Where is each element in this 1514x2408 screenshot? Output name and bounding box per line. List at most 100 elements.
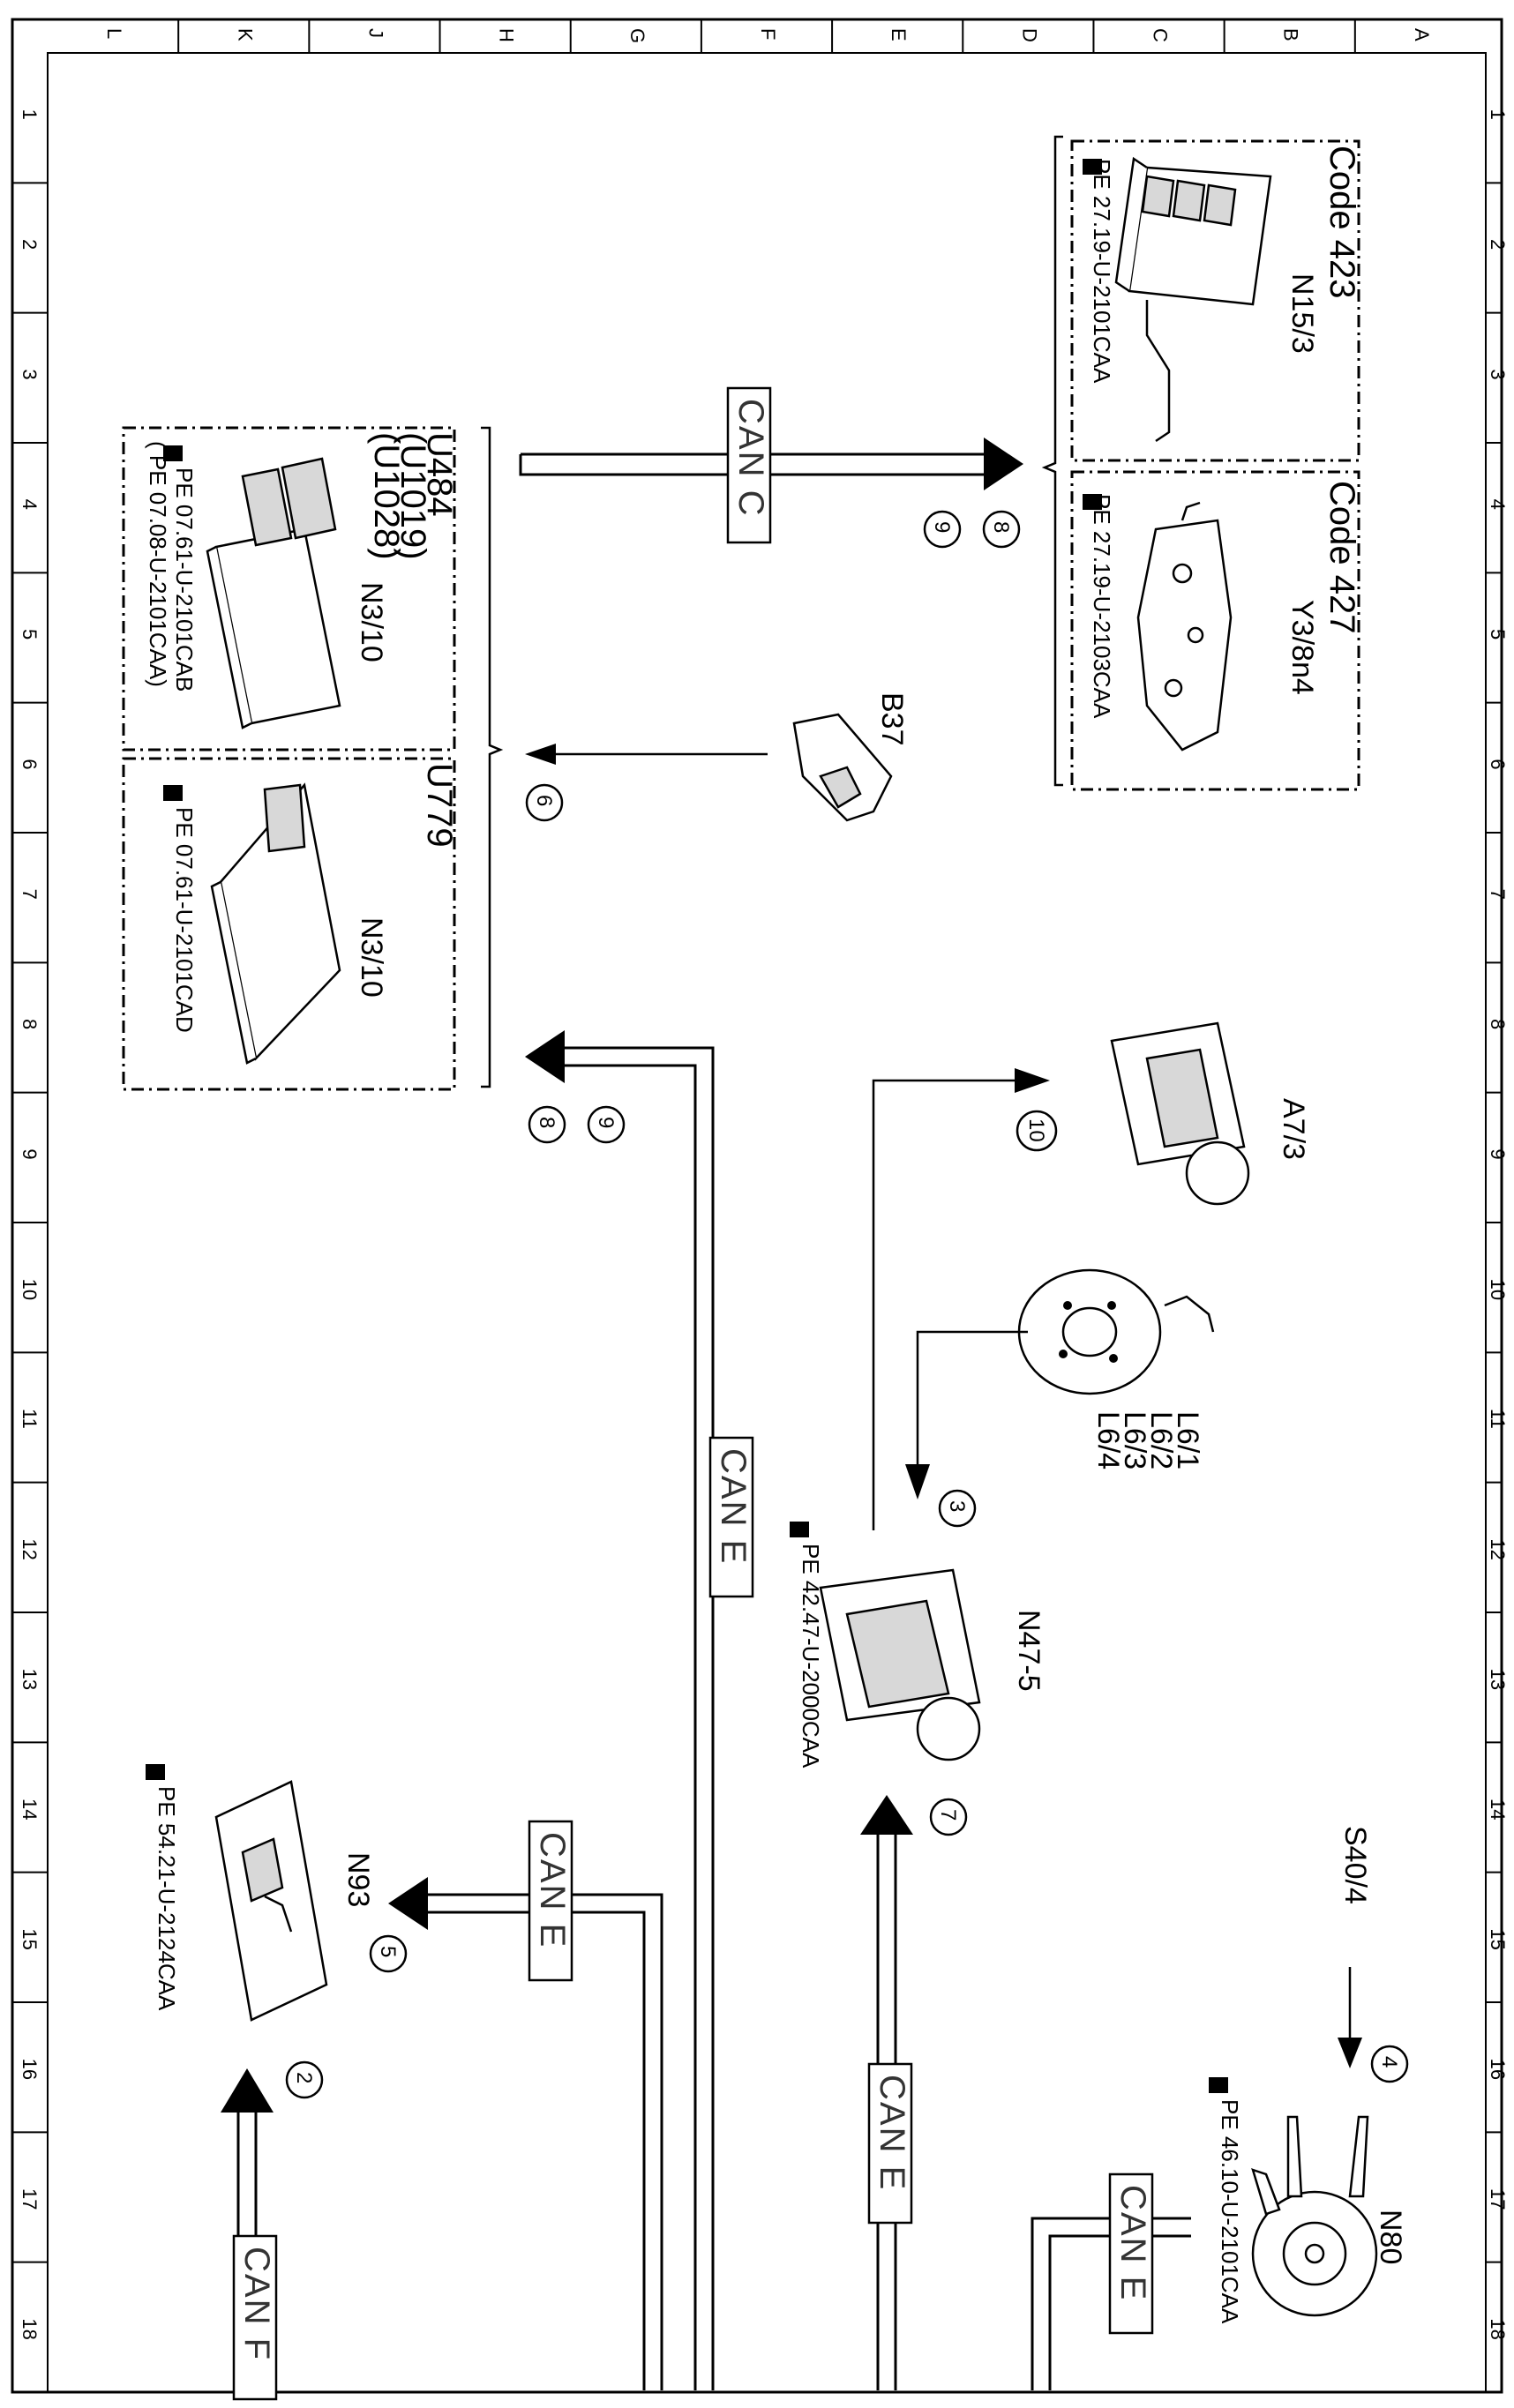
grid-row-label-left: 17 bbox=[19, 2188, 41, 2210]
b37-sensor-icon bbox=[792, 713, 893, 822]
s40-4-name: S40/4 bbox=[1338, 1826, 1372, 1904]
can-e-n93-label-box bbox=[528, 1820, 573, 1982]
can-e-n47-label-box bbox=[867, 2062, 913, 2225]
can-e-n47-arrowhead bbox=[860, 1795, 913, 1835]
s40-4-arrowhead bbox=[1338, 2038, 1362, 2068]
svg-text:8: 8 bbox=[535, 1117, 558, 1128]
can-e-main-arrowhead bbox=[525, 1030, 565, 1083]
grid-row-label-left: 12 bbox=[19, 1538, 41, 1559]
callout-7: 7 bbox=[929, 1798, 968, 1836]
svg-text:6: 6 bbox=[532, 795, 556, 806]
svg-text:8: 8 bbox=[989, 521, 1013, 533]
grid-row-label-right: 9 bbox=[1487, 1148, 1509, 1159]
l6-1-name: L6/1 bbox=[1171, 1411, 1204, 1469]
outer-frame bbox=[11, 18, 1503, 2394]
l6-signal-line bbox=[916, 1330, 1028, 1464]
can-c-arrowhead bbox=[984, 437, 1023, 490]
grid-row-label-right: 2 bbox=[1487, 239, 1509, 250]
b37-arrowhead bbox=[525, 744, 556, 765]
grid-row-label-left: 10 bbox=[19, 1279, 41, 1300]
l6-2-name: L6/2 bbox=[1144, 1411, 1178, 1469]
grid-row-label-left: 13 bbox=[19, 1669, 41, 1690]
l6-4-name: L6/4 bbox=[1091, 1411, 1125, 1469]
grid-row-label-left: 8 bbox=[19, 1019, 41, 1029]
n47-5-ref: PE 42.47-U-2000CAA bbox=[798, 1544, 824, 1769]
hand-icon bbox=[146, 1764, 165, 1780]
grid-row-label-left: 11 bbox=[19, 1409, 41, 1429]
n3-10-b-name: N3/10 bbox=[355, 917, 388, 998]
a7-3-unit-icon bbox=[1110, 1021, 1250, 1206]
grid-row-label-right: 14 bbox=[1487, 1799, 1509, 1820]
can-e-n93-bus-inner bbox=[428, 1911, 646, 2390]
y3-8n4-ref: PE 27.19-U-2103CAA bbox=[1089, 494, 1115, 719]
svg-text:4: 4 bbox=[1377, 2056, 1401, 2068]
n3-10-a-ref-1: PE 07.61-U-2101CAB bbox=[171, 467, 198, 692]
n3-10-a-code-1: U484 bbox=[420, 432, 459, 517]
grid-col-label: G bbox=[626, 28, 648, 43]
callout-5: 5 bbox=[369, 1934, 408, 1973]
n3-10-b-ref: PE 07.61-U-2101CAD bbox=[171, 807, 198, 1033]
grid-row-label-right: 7 bbox=[1487, 889, 1509, 900]
can-e-main-bus-inner bbox=[565, 1064, 697, 2390]
callout-2: 2 bbox=[285, 2060, 324, 2099]
grid-row-label-left: 9 bbox=[19, 1148, 41, 1159]
a7-3-arrowhead bbox=[1015, 1068, 1050, 1093]
grid-row-label-right: 1 bbox=[1487, 109, 1509, 120]
l6-arrowhead bbox=[905, 1464, 930, 1499]
y3-8n4-name: Y3/8n4 bbox=[1285, 600, 1319, 695]
n80-name: N80 bbox=[1374, 2210, 1407, 2264]
n3-10-b-code: U779 bbox=[420, 763, 459, 848]
grid-col-label: D bbox=[1018, 28, 1040, 42]
hand-icon bbox=[1083, 159, 1102, 175]
n15-3-ref: PE 27.19-U-2101CAA bbox=[1089, 159, 1115, 384]
n15-3-box bbox=[1070, 139, 1360, 462]
hand-icon bbox=[1083, 494, 1102, 510]
svg-text:10: 10 bbox=[1024, 1118, 1048, 1142]
grid-col-label: A bbox=[1411, 28, 1433, 41]
grid-row-label-right: 10 bbox=[1487, 1279, 1509, 1300]
can-e-n80-label-box bbox=[1108, 2172, 1154, 2335]
grid-row-label-right: 11 bbox=[1487, 1409, 1509, 1429]
n80-column-switch-icon bbox=[1251, 2115, 1378, 2317]
grid-row-label-right: 16 bbox=[1487, 2059, 1509, 2080]
can-f-arrowhead bbox=[221, 2068, 274, 2113]
grid-row-label-right: 4 bbox=[1487, 499, 1509, 510]
n3-10-b-module-icon bbox=[210, 782, 341, 1065]
grid-col-label: K bbox=[234, 28, 256, 41]
n47-5-name: N47-5 bbox=[1012, 1610, 1046, 1692]
svg-text:9: 9 bbox=[594, 1117, 618, 1128]
l6-3-name: L6/3 bbox=[1118, 1411, 1151, 1469]
n93-module-icon bbox=[214, 1780, 328, 2022]
n3-10-a-code-2: (U1019) bbox=[393, 432, 432, 560]
grid-col-label: E bbox=[888, 28, 910, 41]
grid-row-label-right: 18 bbox=[1487, 2318, 1509, 2339]
callout-9: 9 bbox=[923, 510, 962, 549]
a7-3-name: A7/3 bbox=[1277, 1098, 1310, 1160]
can-f-label-box bbox=[232, 2234, 278, 2401]
can-f-label: CAN F bbox=[237, 2247, 276, 2361]
callout-3: 3 bbox=[938, 1489, 977, 1528]
hand-icon bbox=[1209, 2077, 1228, 2093]
y3-8n4-code: Code 427 bbox=[1323, 481, 1361, 633]
grid-col-label: F bbox=[757, 28, 779, 40]
a7-3-signal-line bbox=[872, 1079, 1015, 1530]
grid-row-label-right: 15 bbox=[1487, 1928, 1509, 1949]
n80-ref: PE 46.10-U-2101CAA bbox=[1217, 2099, 1243, 2324]
svg-text:5: 5 bbox=[376, 1946, 400, 1957]
grid-row-label-right: 6 bbox=[1487, 759, 1509, 769]
can-e-n47-label: CAN E bbox=[873, 2075, 911, 2191]
grid-row-label-right: 13 bbox=[1487, 1669, 1509, 1690]
callout-4: 4 bbox=[1370, 2045, 1409, 2083]
b37-name: B37 bbox=[875, 692, 909, 746]
svg-text:2: 2 bbox=[292, 2072, 316, 2083]
grid-row-label-left: 16 bbox=[19, 2059, 41, 2080]
callout-8-mid: 8 bbox=[528, 1105, 566, 1144]
callout-8: 8 bbox=[982, 510, 1021, 549]
grid-col-label: L bbox=[103, 28, 125, 39]
callout-6: 6 bbox=[525, 783, 564, 822]
grid-row-label-right: 17 bbox=[1487, 2188, 1509, 2210]
grid-row-label-left: 7 bbox=[19, 889, 41, 900]
grid-row-label-right: 5 bbox=[1487, 629, 1509, 639]
grid-row-label-left: 1 bbox=[19, 109, 41, 120]
